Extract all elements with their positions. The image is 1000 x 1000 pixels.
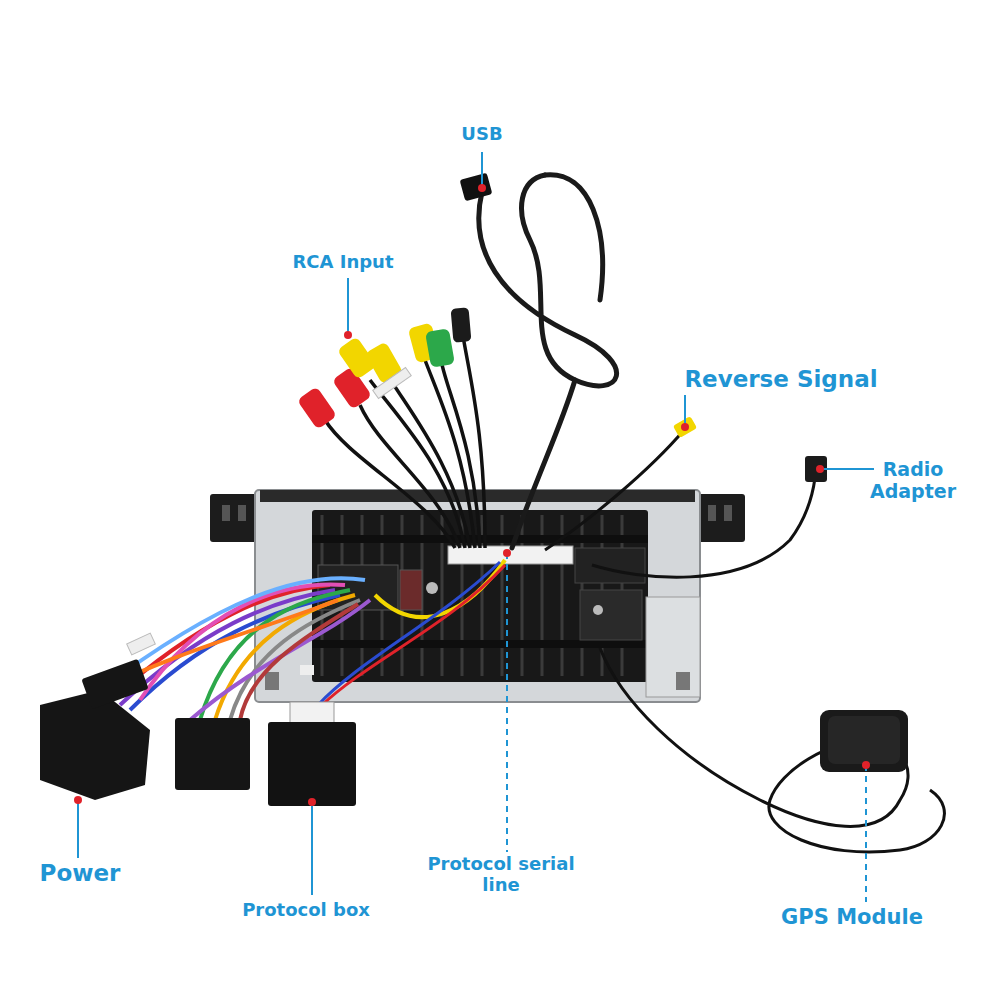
panel-band <box>312 640 648 648</box>
socket <box>426 582 438 594</box>
cable <box>385 370 470 548</box>
leader-line <box>822 468 874 470</box>
bracket-hole <box>708 505 716 521</box>
wire <box>190 600 370 720</box>
callout-dot <box>74 796 82 804</box>
callout-label: USB <box>422 124 542 145</box>
antenna-socket-area <box>575 548 645 583</box>
callout-label: GPS Module <box>752 905 952 929</box>
frame-tab <box>265 672 279 690</box>
rca-cables <box>325 330 485 548</box>
harness-wires <box>90 560 505 720</box>
gps-socket-area <box>580 590 642 640</box>
callout-label: Power <box>15 860 145 886</box>
frame-tab <box>676 672 690 690</box>
cable <box>325 420 455 548</box>
callout-label: Protocol box <box>206 900 406 921</box>
callout-dot <box>503 549 511 557</box>
protocol-box <box>268 722 356 806</box>
callout-label: Radio Adapter <box>853 459 973 503</box>
callout-dot <box>308 798 316 806</box>
leader-line <box>865 765 867 902</box>
radio-wire <box>592 478 815 577</box>
radio-plug <box>805 456 827 482</box>
protocol-connector <box>290 702 334 724</box>
wire-tag <box>127 633 156 655</box>
wire <box>375 560 505 617</box>
usb-plug <box>460 173 493 201</box>
bracket-hole <box>724 505 732 521</box>
cable <box>360 405 460 548</box>
leader-line <box>311 802 313 895</box>
rca-plugs <box>297 307 472 429</box>
leader-lines <box>78 152 874 902</box>
leader-line <box>77 800 79 858</box>
callout-dot <box>344 331 352 339</box>
serial-wire <box>318 562 500 705</box>
bracket-hole <box>238 505 246 521</box>
usb-cable <box>479 175 617 548</box>
callout-dot <box>816 465 824 473</box>
cable <box>370 380 465 548</box>
serial-wire <box>322 565 505 705</box>
callout-dots <box>74 184 870 806</box>
power-plug <box>175 718 250 790</box>
gps-cable <box>600 648 944 852</box>
rca-plug-black <box>451 307 472 342</box>
socket <box>593 605 603 615</box>
callout-label: RCA Input <box>253 252 433 273</box>
gps-top <box>828 716 900 764</box>
callout-label: Reverse Signal <box>651 366 911 392</box>
cable-tie <box>300 665 314 675</box>
frame-side <box>646 597 700 697</box>
leader-line <box>481 152 483 188</box>
cable <box>479 175 617 386</box>
rca-plug-green <box>425 328 455 368</box>
leader-line <box>684 395 686 426</box>
callout-dot <box>862 761 870 769</box>
cable <box>462 330 485 548</box>
power-plug <box>81 659 148 710</box>
reverse-wire <box>545 430 684 550</box>
callout-dot <box>681 423 689 431</box>
bracket-hole <box>222 505 230 521</box>
rca-plug-red <box>297 386 337 429</box>
leader-line <box>347 278 349 335</box>
gps-module <box>820 710 908 772</box>
leader-line <box>506 553 508 852</box>
callout-label: Protocol serial line <box>416 854 586 895</box>
callout-dot <box>478 184 486 192</box>
cable <box>512 380 575 548</box>
fuse-socket <box>400 570 422 610</box>
cable <box>440 355 480 548</box>
cable-tag <box>373 367 412 398</box>
cable <box>545 175 603 300</box>
